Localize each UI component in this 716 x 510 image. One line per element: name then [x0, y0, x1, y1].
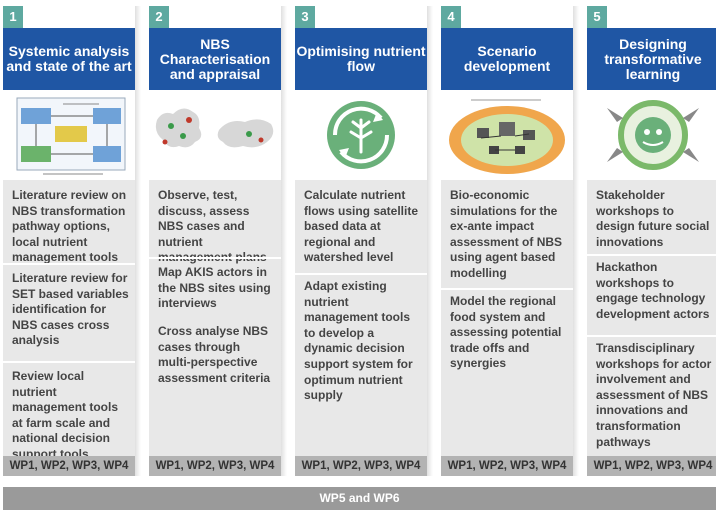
column-1: 1 Systemic analysis and state of the art…	[3, 6, 135, 476]
section-text: Bio-economic simulations for the ex-ante…	[450, 188, 563, 280]
column-3: 3 Optimising nutrient flow Calculate nut…	[295, 6, 427, 476]
column-body: Stakeholder workshops to design future s…	[587, 90, 716, 456]
column-body: Calculate nutrient flows using satellite…	[295, 90, 427, 456]
section-divider	[587, 335, 716, 337]
section-text: Literature review on NBS transformation …	[12, 188, 127, 265]
column-5: 5 Designing transformative learning Stak…	[587, 6, 716, 476]
column-footer: WP1, WP2, WP3, WP4	[149, 456, 281, 476]
section-text: Cross analyse NBS cases through multi-pe…	[158, 324, 271, 385]
section-divider	[3, 361, 135, 363]
section-divider	[149, 257, 281, 259]
section-text: Stakeholder workshops to design future s…	[596, 188, 710, 249]
column-footer: WP1, WP2, WP3, WP4	[441, 456, 573, 476]
systems-diagram-thumbnail-icon	[3, 90, 135, 180]
column-title: NBS Characterisation and appraisal	[149, 28, 281, 90]
section-text: Review local nutrient management tools a…	[12, 369, 119, 461]
section-text: Calculate nutrient flows using satellite…	[304, 188, 419, 265]
column-4: 4 Scenario development Bio-economic simu…	[441, 6, 573, 476]
section-text: Transdisciplinary workshops for actor in…	[596, 341, 712, 449]
nutrient-cycle-icon	[295, 90, 427, 180]
section-text: Model the regional food system and asses…	[450, 294, 562, 371]
column-body: Bio-economic simulations for the ex-ante…	[441, 90, 573, 456]
column-2: 2 NBS Characterisation and appraisal Obs…	[149, 6, 281, 476]
section-divider	[587, 254, 716, 256]
column-number: 3	[295, 6, 315, 28]
section-divider	[441, 288, 573, 290]
column-footer: WP1, WP2, WP3, WP4	[295, 456, 427, 476]
scenario-landscape-icon	[441, 90, 573, 180]
column-body: Observe, test, discuss, assess NBS cases…	[149, 90, 281, 456]
section-text: Adapt existing nutrient management tools…	[304, 279, 413, 403]
column-number: 2	[149, 6, 169, 28]
column-title: Scenario development	[441, 28, 573, 90]
column-number: 1	[3, 6, 23, 28]
column-title: Optimising nutrient flow	[295, 28, 427, 90]
section-text: Hackathon workshops to engage technology…	[596, 260, 710, 321]
section-text: Observe, test, discuss, assess NBS cases…	[158, 188, 267, 265]
column-body: Literature review on NBS transformation …	[3, 90, 135, 461]
learning-cycle-icon	[587, 90, 716, 180]
column-shadow	[573, 6, 579, 476]
section-divider	[3, 263, 135, 265]
column-shadow	[135, 6, 141, 476]
column-number: 5	[587, 6, 607, 28]
column-number: 4	[441, 6, 461, 28]
section-text: Map AKIS actors in the NBS sites using i…	[158, 265, 271, 311]
column-title: Systemic analysis and state of the art	[3, 28, 135, 90]
section-text: Literature review for SET based variable…	[12, 271, 129, 348]
column-title: Designing transformative learning	[587, 28, 716, 90]
wp-bottom-bar: WP5 and WP6	[3, 487, 716, 510]
section-divider	[295, 273, 427, 275]
column-footer: WP1, WP2, WP3, WP4	[587, 456, 716, 476]
column-footer: WP1, WP2, WP3, WP4	[3, 456, 135, 476]
column-shadow	[427, 6, 433, 476]
column-shadow	[281, 6, 287, 476]
europe-map-thumbnail-icon	[149, 90, 281, 180]
